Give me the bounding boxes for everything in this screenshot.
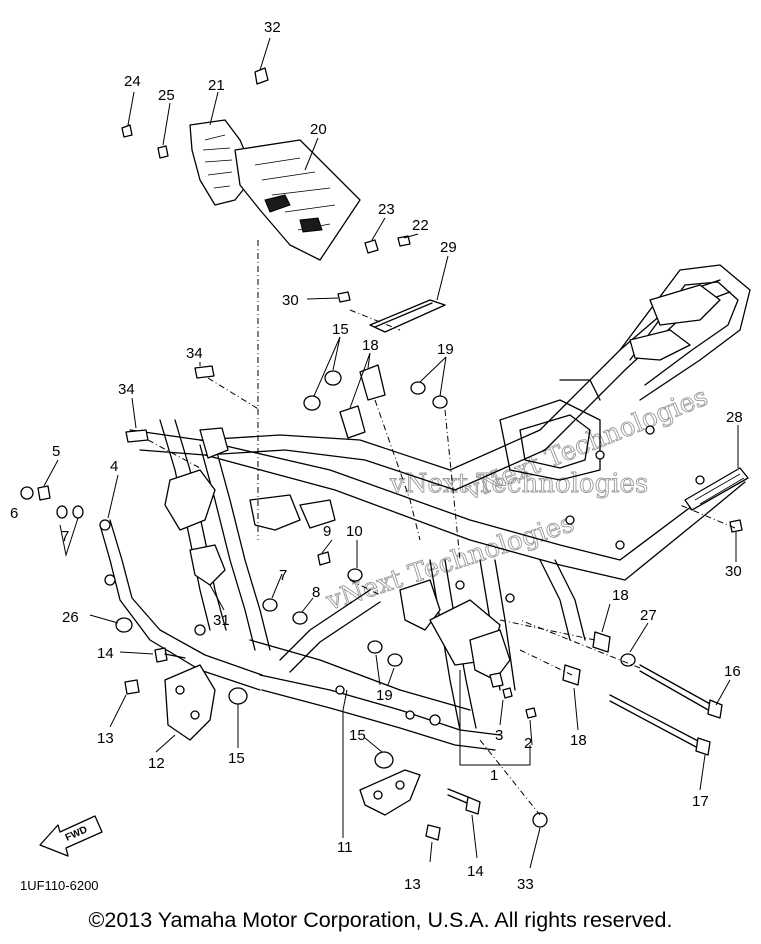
callout-1: 1 bbox=[490, 767, 498, 784]
callout-28: 28 bbox=[726, 409, 743, 426]
callout-9: 9 bbox=[323, 523, 331, 540]
callout-15-top: 15 bbox=[332, 321, 349, 338]
callout-18-bottom: 18 bbox=[570, 732, 587, 749]
callout-3: 3 bbox=[495, 727, 503, 744]
callout-32: 32 bbox=[264, 19, 281, 36]
plate-28 bbox=[684, 467, 749, 511]
callout-11: 11 bbox=[337, 839, 353, 856]
callout-18-top: 18 bbox=[362, 337, 379, 354]
callout-7-left: 7 bbox=[61, 528, 69, 545]
bolt-16 bbox=[639, 664, 723, 719]
callout-30-top: 30 bbox=[282, 292, 299, 309]
callout-20: 20 bbox=[310, 121, 327, 138]
head-bracket-20-21 bbox=[189, 119, 361, 261]
callout-19-bottom: 19 bbox=[376, 687, 393, 704]
callout-25: 25 bbox=[158, 87, 175, 104]
callout-13-left: 13 bbox=[97, 730, 114, 747]
callout-10: 10 bbox=[346, 523, 363, 540]
callout-22: 22 bbox=[412, 217, 429, 234]
callout-7-center: 7 bbox=[279, 567, 287, 584]
callout-21: 21 bbox=[208, 77, 225, 94]
callout-14-bottom: 14 bbox=[467, 863, 484, 880]
leader-lines bbox=[43, 37, 739, 869]
watermark-text-1: vNext Technologies bbox=[389, 469, 648, 499]
callout-23: 23 bbox=[378, 201, 395, 218]
callout-13-bottom: 13 bbox=[404, 876, 421, 893]
callout-16: 16 bbox=[724, 663, 741, 680]
fwd-arrow: FWD bbox=[39, 815, 103, 857]
drawing-code: 1UF110-6200 bbox=[20, 878, 99, 893]
rubber-strip-29 bbox=[369, 299, 446, 333]
callout-6: 6 bbox=[10, 505, 18, 522]
callout-8: 8 bbox=[312, 584, 320, 601]
callout-18-right: 18 bbox=[612, 587, 629, 604]
callout-12: 12 bbox=[148, 755, 165, 772]
callout-numbers: 32 24 25 21 20 23 22 29 30 15 18 19 34 3… bbox=[10, 19, 743, 893]
copyright-notice: ©2013 Yamaha Motor Corporation, U.S.A. A… bbox=[88, 908, 673, 932]
callout-26: 26 bbox=[62, 609, 79, 626]
callout-27: 27 bbox=[640, 607, 657, 624]
callout-31: 31 bbox=[213, 612, 230, 629]
fasteners bbox=[20, 67, 743, 841]
callout-29: 29 bbox=[440, 239, 457, 256]
callout-17: 17 bbox=[692, 793, 709, 810]
callout-34-lower: 34 bbox=[118, 381, 135, 398]
engine-bracket-11 bbox=[359, 769, 421, 816]
bolt-17 bbox=[609, 694, 711, 756]
callout-4: 4 bbox=[110, 458, 118, 475]
callout-14-left: 14 bbox=[97, 645, 114, 662]
callout-15-center: 15 bbox=[349, 727, 366, 744]
callout-33: 33 bbox=[517, 876, 534, 893]
engine-bracket-12 bbox=[164, 664, 216, 741]
watermark: vNext Technologies vNext Technologies vN… bbox=[321, 381, 712, 617]
callout-30-right: 30 bbox=[725, 563, 742, 580]
callout-24: 24 bbox=[124, 73, 141, 90]
callout-19-top: 19 bbox=[437, 341, 454, 358]
callout-5: 5 bbox=[52, 443, 60, 460]
callout-2: 2 bbox=[524, 735, 532, 752]
callout-34-upper: 34 bbox=[186, 345, 203, 362]
callout-15-left: 15 bbox=[228, 750, 245, 767]
centerlines bbox=[147, 240, 736, 816]
main-frame bbox=[99, 264, 751, 751]
